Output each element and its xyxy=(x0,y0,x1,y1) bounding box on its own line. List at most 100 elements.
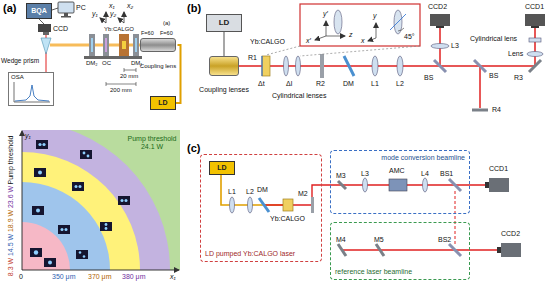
part-label: DM xyxy=(257,186,268,194)
mirror xyxy=(376,244,384,256)
part-label: Yb:CALGO xyxy=(270,215,305,223)
part-label: M2 xyxy=(298,190,308,198)
part-label: y₂ xyxy=(110,10,116,18)
ccd-camera xyxy=(436,26,444,28)
part-label: y₁ xyxy=(92,10,98,18)
part-label: Δl xyxy=(286,80,292,88)
part-label: AMC xyxy=(389,167,405,175)
part-label: M5 xyxy=(374,236,384,244)
part-label: 350 μm xyxy=(52,273,76,281)
mode-image xyxy=(36,209,40,213)
part-label: 0 xyxy=(19,273,23,281)
mirror xyxy=(259,198,269,212)
part-label: L1 xyxy=(228,188,236,196)
detail-inset xyxy=(398,28,404,31)
node-text: reference laser beamline xyxy=(335,268,412,276)
part-label: CCD xyxy=(53,25,68,33)
analyzer-box: BQA xyxy=(26,3,52,19)
part-label: Yb:CALGO xyxy=(104,26,134,33)
mode-image xyxy=(42,143,45,146)
optical-bench xyxy=(84,34,142,59)
part-label: DM xyxy=(343,80,354,88)
mode-image xyxy=(34,168,46,177)
cylindrical-lens xyxy=(296,56,301,76)
mirror xyxy=(529,60,541,72)
ccd-camera xyxy=(485,182,489,188)
part-label: y′ xyxy=(323,10,328,18)
part-label: CCD2 xyxy=(501,230,520,238)
dimension-line xyxy=(106,82,136,86)
part-label: R4 xyxy=(492,106,501,114)
optical-bench xyxy=(91,38,93,52)
part-label: x′ xyxy=(306,37,311,45)
detail-inset xyxy=(300,4,420,46)
part-label: Cylindrical lens xyxy=(470,35,517,43)
part-label: M3 xyxy=(336,172,346,180)
node-text: OSA xyxy=(11,74,24,81)
optical-bench xyxy=(89,34,95,56)
part-label: 200 mm xyxy=(110,87,132,94)
part-label: 20 mm xyxy=(120,73,138,80)
mode-image xyxy=(80,150,92,159)
pc-monitor xyxy=(64,13,68,16)
part-label: CCD1 xyxy=(525,3,544,11)
part-label: R2 xyxy=(316,80,325,88)
fiber-connector xyxy=(223,32,225,56)
detail-inset xyxy=(315,21,376,41)
mode-image xyxy=(34,250,38,254)
analyzer-cable xyxy=(52,8,58,10)
lens xyxy=(230,178,428,213)
part-label: 18.9 W xyxy=(7,210,15,232)
mode-image xyxy=(87,155,90,158)
optical-bench xyxy=(122,41,126,49)
caption-line: Coupling lenses xyxy=(198,78,250,96)
part-label: 45° xyxy=(404,33,415,41)
mode-image xyxy=(48,261,52,265)
beam-splitter xyxy=(449,244,461,256)
mode-image xyxy=(76,250,88,259)
mode-image xyxy=(61,228,64,231)
ccd-camera xyxy=(489,178,509,192)
spectrum-plot xyxy=(15,85,49,101)
dimension-line xyxy=(124,68,136,72)
mode-image xyxy=(38,143,41,146)
part-label: Pump threshold 24.1 W xyxy=(126,135,178,150)
laser-diode: LD xyxy=(206,14,242,32)
ccd-camera xyxy=(430,14,450,26)
mode-image xyxy=(79,251,82,254)
inset-leader xyxy=(266,46,300,55)
chart-axes xyxy=(22,270,179,271)
part-label: BS2 xyxy=(438,236,451,244)
inset-leader xyxy=(300,46,420,56)
lens xyxy=(527,52,543,57)
laser-beam xyxy=(455,191,456,244)
part-label: 23.6 W xyxy=(7,186,15,208)
part-label: x xyxy=(361,37,365,45)
ccd-camera xyxy=(525,14,545,26)
part-label: BS xyxy=(489,72,498,80)
mirror xyxy=(338,181,384,256)
part-label: R3 xyxy=(514,74,523,82)
laser-region: LD pumped Yb:CALGO laserLD xyxy=(200,154,322,262)
threshold-chart xyxy=(22,130,170,270)
pc-monitor xyxy=(61,16,71,18)
mode-image xyxy=(75,185,78,188)
lens xyxy=(248,197,253,213)
laser-beam xyxy=(455,191,456,244)
beamline-region: reference laser beamline xyxy=(330,222,470,280)
laser-beam xyxy=(264,185,501,250)
part-label: L4 xyxy=(421,170,429,178)
laser-beam xyxy=(479,66,481,108)
part-label: Yb:CALGO xyxy=(250,38,285,46)
ccd-camera xyxy=(430,14,545,28)
mode-image xyxy=(30,248,42,257)
part-label: Cylindrical lenses xyxy=(272,92,326,100)
part-label: 380 μm xyxy=(122,273,146,281)
ccd-camera xyxy=(38,24,51,32)
laser-beam xyxy=(342,249,501,250)
node-text: LD xyxy=(219,19,230,28)
spectrum-analyzer: OSA xyxy=(8,72,54,106)
part-label: L3 xyxy=(451,42,459,50)
part-label: (a) xyxy=(163,20,170,27)
